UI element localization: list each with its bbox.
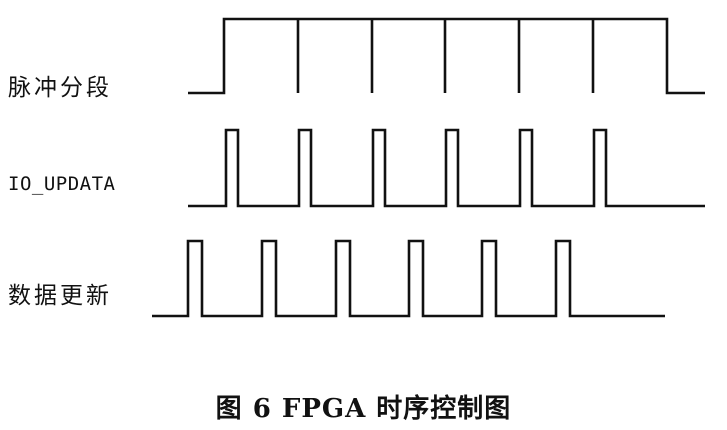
figure-caption: 图 6 FPGA 时序控制图 (215, 394, 512, 424)
signal-label-pulse-segment: 脉冲分段 (8, 75, 112, 101)
signal-label-data-update: 数据更新 (8, 283, 112, 309)
io-updata-waveform (188, 128, 705, 208)
signal-label-io-updata: IO_UPDATA (8, 173, 116, 195)
data-update-waveform (152, 239, 665, 318)
pulse-segment-waveform (188, 17, 705, 95)
